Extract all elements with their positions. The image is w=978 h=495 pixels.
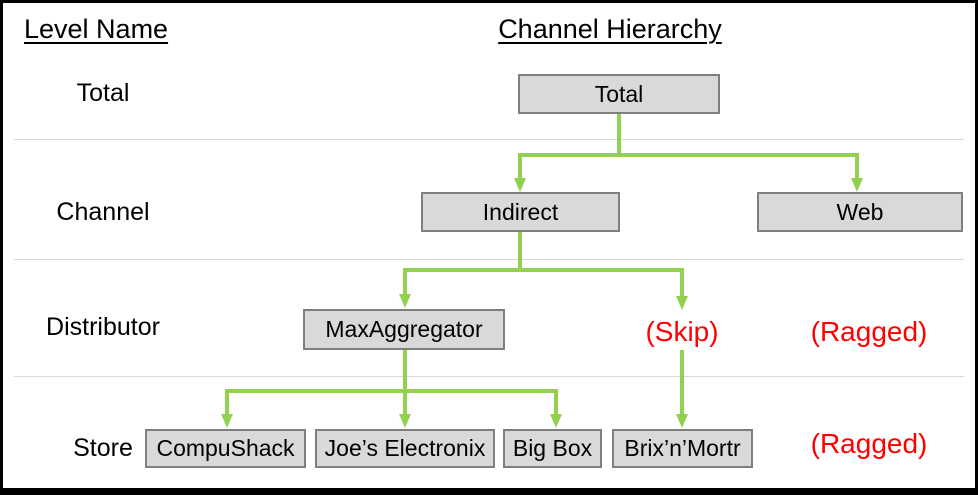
node-maxaggregator: MaxAggregator (303, 309, 505, 350)
channel-hierarchy-heading: Channel Hierarchy (498, 14, 722, 44)
row-divider-1 (14, 139, 964, 140)
level-label-store: Store (73, 434, 133, 462)
node-indirect: Indirect (421, 192, 620, 232)
node-big-box: Big Box (503, 429, 602, 468)
node-total: Total (518, 74, 720, 114)
annotation-skip: (Skip) (645, 316, 719, 347)
annotation-ragged-store: (Ragged) (810, 428, 928, 459)
level-label-distributor: Distributor (46, 313, 160, 341)
annotation-ragged-distributor: (Ragged) (810, 316, 928, 347)
level-label-total: Total (76, 79, 130, 107)
row-divider-3 (14, 376, 964, 377)
level-label-channel: Channel (56, 198, 150, 226)
node-brix-n-mortr: Brix’n’Mortr (612, 429, 753, 468)
node-compushack: CompuShack (145, 429, 306, 468)
node-web: Web (757, 192, 963, 232)
row-divider-2 (14, 259, 964, 260)
level-name-heading: Level Name (24, 14, 169, 44)
node-joes-electronix: Joe’s Electronix (315, 429, 495, 468)
